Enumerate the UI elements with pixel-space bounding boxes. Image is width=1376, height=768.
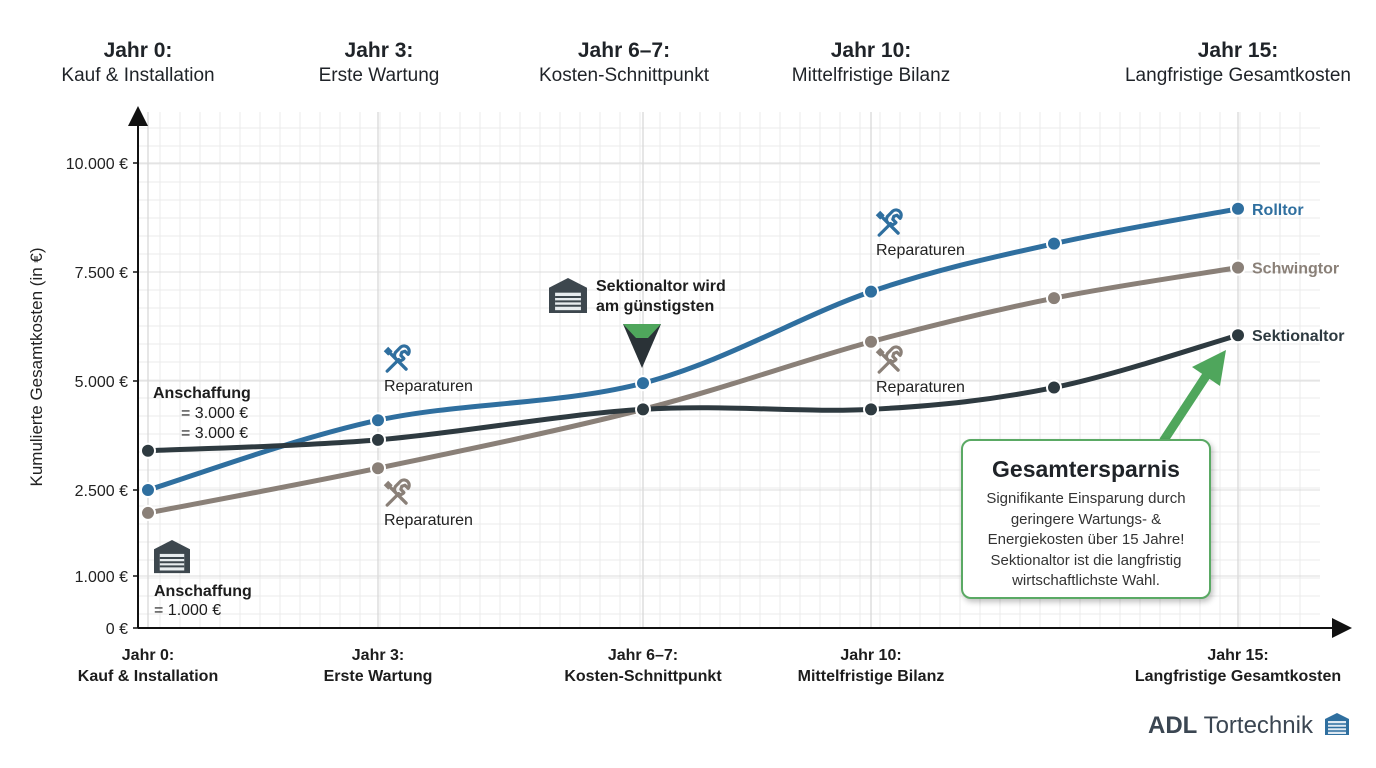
data-point-rolltor — [635, 375, 651, 392]
data-point-schwingtor — [370, 460, 386, 477]
garage-door-icon — [1324, 712, 1350, 743]
brand-name-bold: ADL — [1148, 712, 1198, 739]
top-header-year-6-7: Jahr 6–7: Kosten-Schnittpunkt — [539, 38, 709, 88]
top-header-label: Langfristige Gesamtkosten — [1124, 65, 1352, 86]
x-tick-label-year: Jahr 15: — [1207, 647, 1268, 664]
annotation-anschaffung-title: Anschaffung — [154, 583, 252, 600]
top-header-year-10: Jahr 10: Mittelfristige Bilanz — [792, 38, 950, 88]
annotation-anschaffung-value: = 1.000 € — [154, 602, 221, 619]
data-point-schwingtor — [140, 504, 156, 521]
y-tick-label: 1.000 € — [75, 569, 128, 586]
data-point-rolltor — [370, 412, 386, 429]
y-axis-label: Kumulierte Gesamtkosten (in €) — [27, 247, 46, 486]
annotation-repairs: Reparaturen — [384, 512, 473, 529]
annotation-anschaffung-value: = 3.000 € — [181, 425, 248, 442]
data-point-rolltor — [863, 283, 879, 300]
annotation-repairs: Reparaturen — [876, 242, 965, 259]
y-tick-label: 0 € — [106, 621, 128, 638]
y-tick-label: 2.500 € — [75, 483, 128, 500]
top-header-label: Erste Wartung — [318, 65, 440, 86]
annotation-cheapest-line: Sektionaltor wird — [596, 278, 726, 295]
savings-box-text: Signifikante Einsparung durch geringere … — [986, 490, 1186, 589]
savings-box-title: Gesamtersparnis — [992, 456, 1180, 482]
savings-box: Gesamtersparnis Signifikante Einsparung … — [961, 439, 1211, 599]
data-point-sektionaltor — [863, 401, 879, 418]
data-point-rolltor — [1046, 235, 1062, 252]
data-point-schwingtor — [863, 333, 879, 350]
x-tick-label-phase: Kauf & Installation — [78, 668, 218, 685]
top-header-year-0: Jahr 0: Kauf & Installation — [61, 38, 214, 88]
annotation-repairs: Reparaturen — [876, 379, 965, 396]
x-tick-label-phase: Langfristige Gesamtkosten — [1135, 668, 1341, 685]
annotation-repairs: Reparaturen — [384, 378, 473, 395]
x-tick-label-year: Jahr 0: — [122, 647, 174, 664]
data-point-sektionaltor — [635, 401, 651, 418]
annotation-anschaffung-value: = 3.000 € — [181, 405, 248, 422]
savings-arrow-shaft — [1159, 371, 1211, 445]
y-tick-label: 10.000 € — [66, 156, 128, 173]
y-tick-label: 5.000 € — [75, 374, 128, 391]
tools-icon — [383, 344, 411, 373]
brand-name-regular: Tortechnik — [1203, 712, 1313, 739]
data-point-sektionaltor — [1046, 379, 1062, 396]
data-point-sektionaltor — [370, 431, 386, 448]
chart-axes: 0 € 1.000 € 2.500 € 5.000 € 7.500 € 10.000 € J… — [27, 106, 1352, 685]
series-label-schwingtor: Schwingtor — [1252, 261, 1339, 278]
brand-logo: ADL Tortechnik — [1148, 712, 1350, 743]
top-header-label: Kauf & Installation — [61, 65, 215, 86]
savings-arrow-head — [1192, 350, 1226, 386]
garage-door-icon — [549, 278, 587, 313]
annotation-anschaffung-title: Anschaffung — [153, 385, 251, 402]
top-header-year: Jahr 6–7: — [577, 39, 671, 62]
data-point-schwingtor — [1046, 290, 1062, 307]
x-tick-label-phase: Erste Wartung — [324, 668, 433, 685]
top-header-year: Jahr 3: — [344, 39, 414, 62]
x-tick-label-phase: Mittelfristige Bilanz — [798, 668, 945, 685]
series-label-sektionaltor: Sektionaltor — [1252, 328, 1344, 345]
x-tick-label-year: Jahr 6–7: — [608, 647, 678, 664]
top-header-label: Kosten-Schnittpunkt — [538, 65, 710, 86]
data-point-sektionaltor — [1230, 327, 1246, 344]
annotation-cheapest-line: am günstigsten — [596, 298, 714, 315]
x-tick-label-year: Jahr 3: — [352, 647, 404, 664]
top-header-year: Jahr 10: — [830, 39, 912, 62]
pointer-arrow-green-top — [623, 324, 661, 338]
x-tick-label-phase: Kosten-Schnittpunkt — [564, 668, 722, 685]
garage-door-icon — [154, 540, 190, 574]
data-point-schwingtor — [1230, 259, 1246, 276]
pointer-arrow-down — [623, 324, 661, 368]
tools-icon — [383, 478, 411, 507]
data-point-sektionaltor — [140, 442, 156, 459]
top-header-year-3: Jahr 3: Erste Wartung — [319, 38, 440, 88]
data-point-rolltor — [140, 482, 156, 498]
data-point-rolltor — [1230, 200, 1246, 217]
series-label-rolltor: Rolltor — [1252, 202, 1304, 219]
top-header-row: Jahr 0: Kauf & Installation Jahr 3: Erst… — [0, 0, 1376, 100]
x-tick-label-year: Jahr 10: — [840, 647, 901, 664]
top-header-label: Mittelfristige Bilanz — [791, 65, 951, 86]
top-header-year-15: Jahr 15: Langfristige Gesamtkosten — [1125, 38, 1351, 88]
y-tick-label: 7.500 € — [75, 265, 128, 282]
chart-grid — [138, 112, 1320, 629]
top-header-year: Jahr 0: — [103, 39, 173, 62]
top-header-year: Jahr 15: — [1197, 39, 1279, 62]
